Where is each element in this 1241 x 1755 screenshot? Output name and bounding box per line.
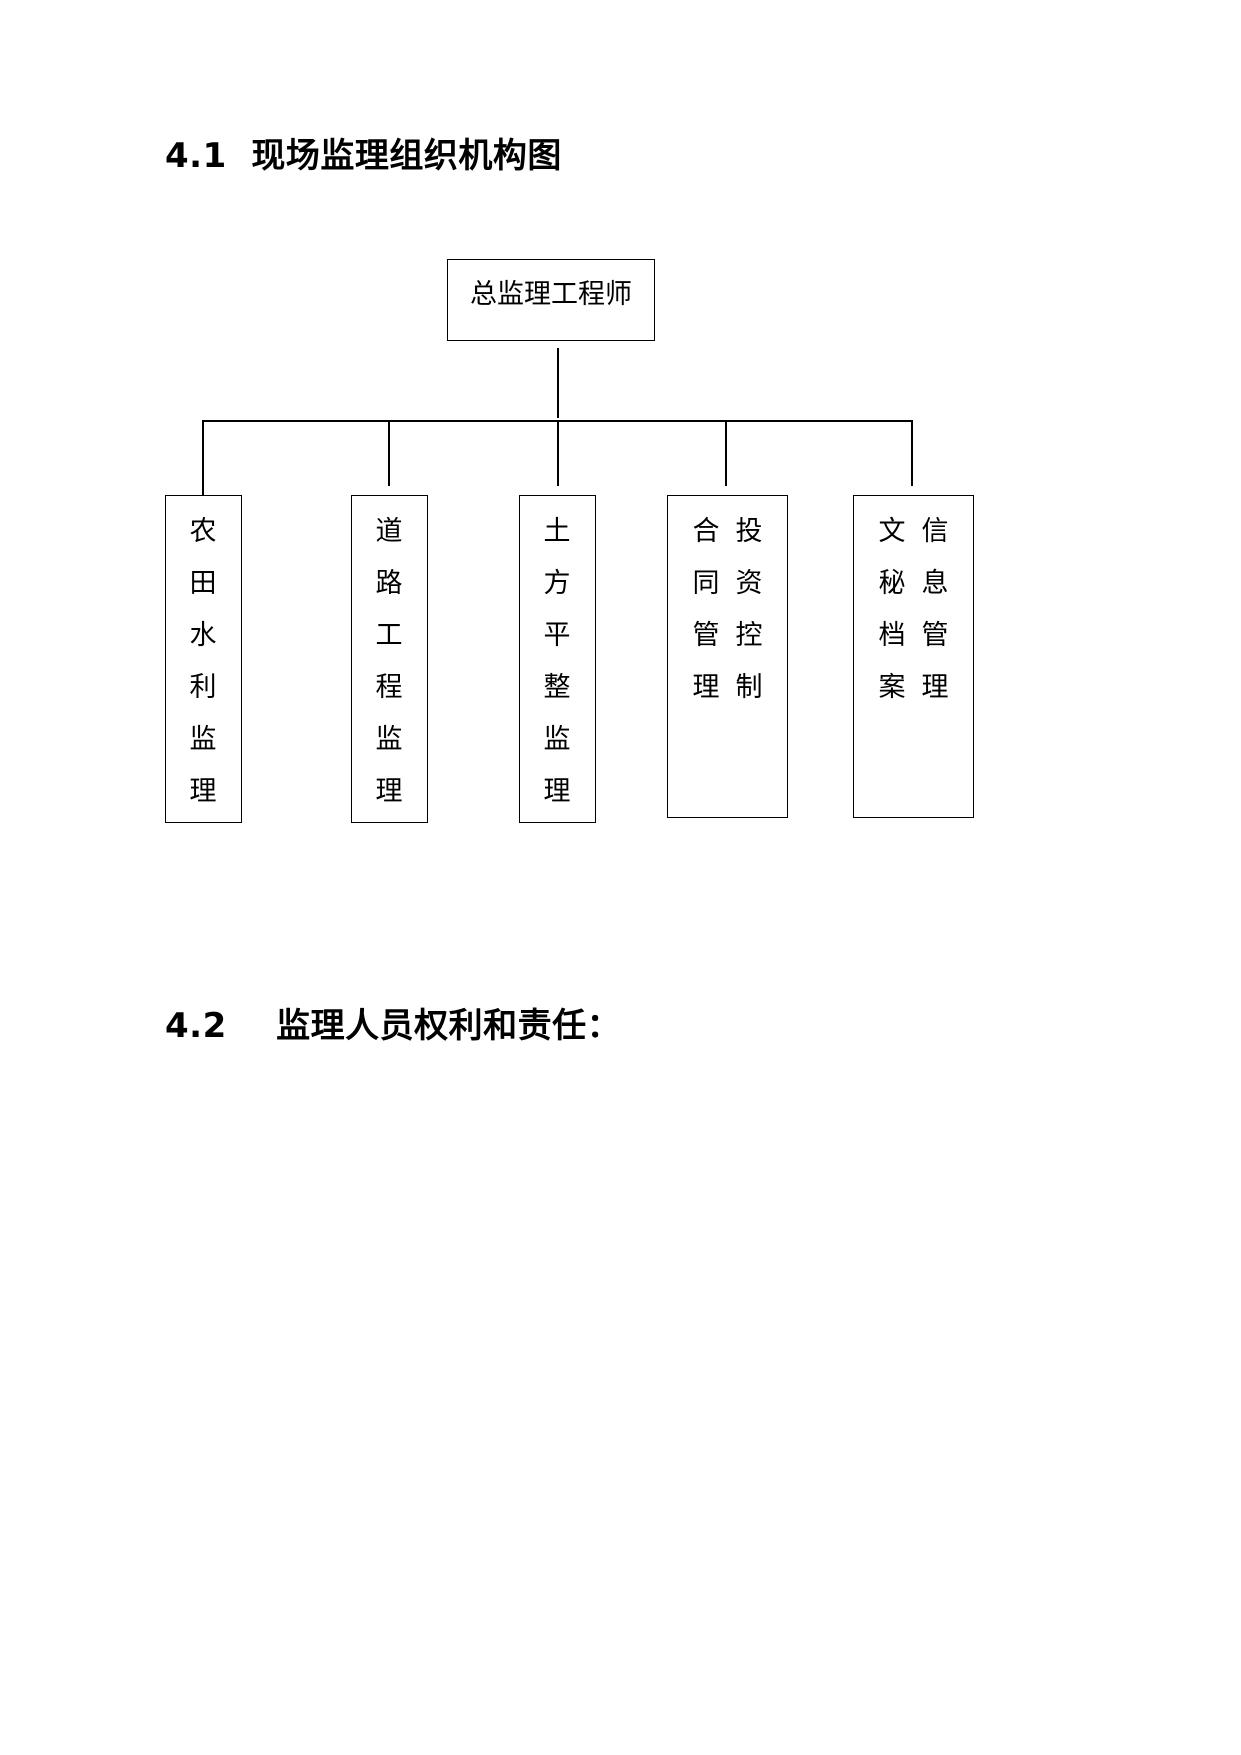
connector-root-down bbox=[557, 348, 559, 418]
node-char: 水 bbox=[189, 620, 217, 651]
org-node-road-engineering-supervision: 道 路 工 程 监 理 bbox=[351, 495, 428, 823]
node-char: 合 bbox=[692, 516, 720, 547]
node-char: 案 bbox=[878, 672, 906, 703]
node-char: 路 bbox=[375, 568, 403, 599]
node-char: 监 bbox=[543, 724, 571, 755]
node-char: 程 bbox=[375, 672, 403, 703]
node-char: 管 bbox=[921, 620, 949, 651]
node-char: 息 bbox=[921, 568, 949, 599]
node-char: 田 bbox=[189, 568, 217, 599]
node-char: 文 bbox=[878, 516, 906, 547]
node-char: 平 bbox=[543, 620, 571, 651]
node-char: 土 bbox=[543, 516, 571, 547]
connector-to-secretary bbox=[911, 420, 913, 486]
section-title-4-1: 4.1 现场监理组织机构图 bbox=[165, 136, 562, 176]
node-char: 理 bbox=[189, 776, 217, 807]
node-char: 方 bbox=[543, 568, 571, 599]
node-text-column-left: 合 同 管 理 bbox=[686, 506, 726, 714]
node-char: 道 bbox=[375, 516, 403, 547]
node-char: 资 bbox=[735, 568, 763, 599]
node-text-column-left: 文 秘 档 案 bbox=[872, 506, 912, 714]
node-char: 理 bbox=[375, 776, 403, 807]
node-char: 秘 bbox=[878, 568, 906, 599]
node-char: 同 bbox=[692, 568, 720, 599]
node-char: 理 bbox=[921, 672, 949, 703]
connector-to-farmland bbox=[202, 420, 204, 496]
node-char: 农 bbox=[189, 516, 217, 547]
node-char: 档 bbox=[878, 620, 906, 651]
node-text-column: 农 田 水 利 监 理 bbox=[183, 506, 223, 818]
node-char: 整 bbox=[543, 672, 571, 703]
org-node-farmland-water-supervision: 农 田 水 利 监 理 bbox=[165, 495, 242, 823]
node-char: 监 bbox=[189, 724, 217, 755]
node-char: 监 bbox=[375, 724, 403, 755]
org-node-chief-supervisor: 总监理工程师 bbox=[447, 259, 655, 341]
node-text-column-right: 信 息 管 理 bbox=[915, 506, 955, 714]
node-text-column-right: 投 资 控 制 bbox=[729, 506, 769, 714]
node-char: 理 bbox=[543, 776, 571, 807]
connector-to-road bbox=[388, 420, 390, 486]
connector-to-contract bbox=[725, 420, 727, 486]
node-char: 理 bbox=[692, 672, 720, 703]
node-char: 控 bbox=[735, 620, 763, 651]
node-char: 投 bbox=[735, 516, 763, 547]
node-text-column: 土 方 平 整 监 理 bbox=[537, 506, 577, 818]
node-char: 制 bbox=[735, 672, 763, 703]
org-node-earthwork-leveling-supervision: 土 方 平 整 监 理 bbox=[519, 495, 596, 823]
node-char: 利 bbox=[189, 672, 217, 703]
org-node-secretary-information: 文 秘 档 案 信 息 管 理 bbox=[853, 495, 974, 818]
connector-to-earthwork bbox=[557, 420, 559, 486]
section-title-4-2: 4.2 监理人员权利和责任： bbox=[165, 1006, 622, 1046]
node-char: 管 bbox=[692, 620, 720, 651]
node-char: 信 bbox=[921, 516, 949, 547]
node-text-column: 道 路 工 程 监 理 bbox=[369, 506, 409, 818]
node-char: 工 bbox=[375, 620, 403, 651]
org-node-contract-investment: 合 同 管 理 投 资 控 制 bbox=[667, 495, 788, 818]
